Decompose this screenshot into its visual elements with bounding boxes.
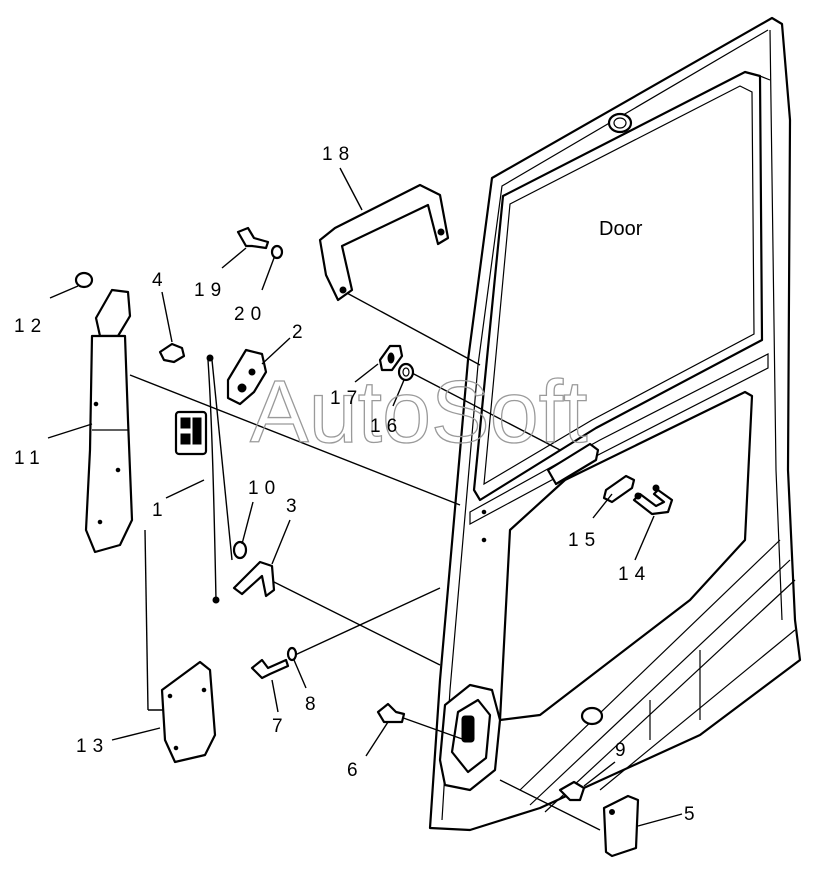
strap-cover-part-11	[84, 334, 134, 554]
callout-3: 3	[286, 496, 303, 517]
plate-part-17	[378, 344, 404, 372]
nut-part-10	[232, 540, 248, 560]
watermark-text: AutoSoft	[250, 362, 588, 461]
handle-cover-part-5	[602, 794, 640, 858]
cover-plate-part-13	[160, 660, 217, 764]
callout-4: 4	[152, 270, 169, 291]
callout-5: 5	[684, 804, 701, 825]
lock-assembly-part-1	[174, 354, 233, 604]
callout-leaders	[47, 167, 683, 827]
bolt-part-4	[158, 342, 186, 364]
rod-bracket-part-3	[232, 560, 276, 598]
callout-13: 13	[76, 736, 109, 757]
callout-numbers: 1 2 3 4 5 6 7 8 9 10 11 12 13 14 15 16 1…	[14, 144, 701, 825]
bolt-part-6	[376, 702, 406, 724]
callout-8: 8	[305, 694, 322, 715]
callout-9: 9	[615, 740, 632, 761]
callout-2: 2	[292, 322, 309, 343]
bolt-part-19	[236, 226, 270, 250]
callout-12: 12	[14, 316, 47, 337]
callout-10: 10	[248, 478, 281, 499]
callout-19: 19	[194, 280, 227, 301]
callout-16: 16	[370, 416, 403, 437]
strap-bracket-part-12	[74, 271, 132, 338]
callout-11: 11	[14, 448, 46, 469]
callout-7: 7	[272, 716, 289, 737]
callout-1: 1	[152, 500, 169, 521]
door-panel	[428, 16, 802, 832]
grab-handle-part-18	[318, 183, 450, 302]
callout-18: 18	[322, 144, 355, 165]
u-bolt-part-14	[632, 484, 674, 516]
callout-17: 17	[330, 388, 363, 409]
callout-6: 6	[347, 760, 364, 781]
callout-20: 20	[234, 304, 267, 325]
nut-part-16	[397, 362, 415, 382]
clip-part-9	[558, 780, 586, 802]
striker-part-2	[226, 348, 268, 406]
bolt-part-7	[250, 658, 290, 680]
washer-part-8	[286, 646, 298, 662]
callout-14: 14	[618, 564, 651, 585]
door-label: Door	[599, 218, 643, 240]
alignment-lines	[129, 291, 601, 831]
callout-15: 15	[568, 530, 601, 551]
washer-part-20	[270, 244, 284, 260]
